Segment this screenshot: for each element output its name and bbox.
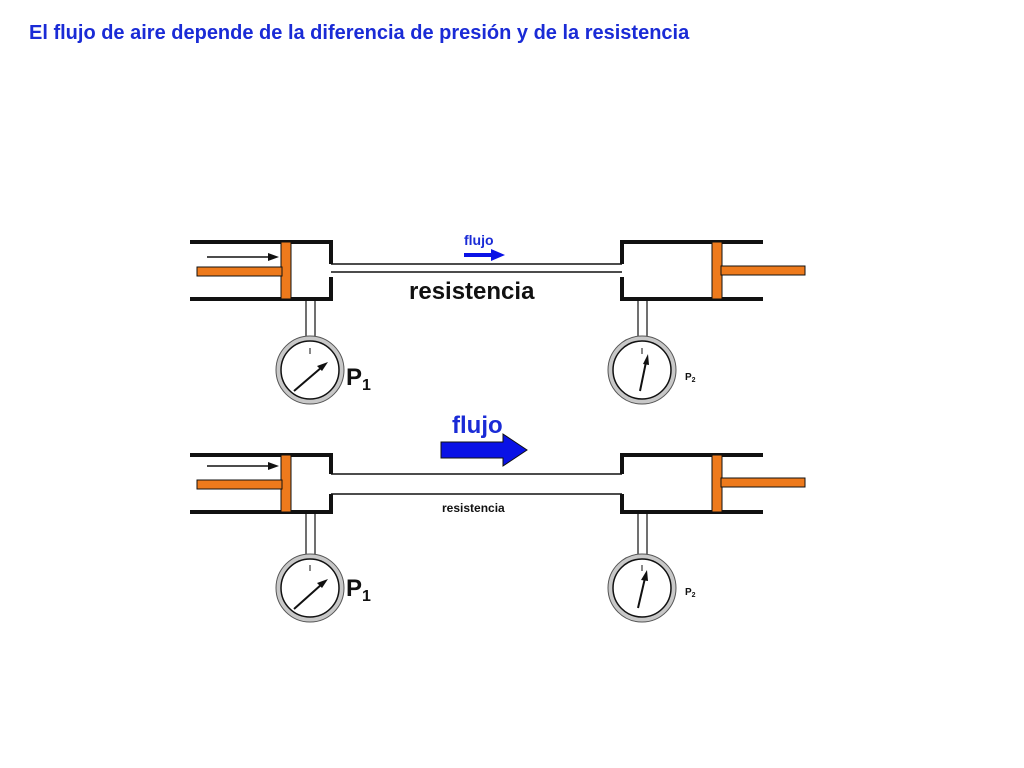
pressure-gauge-p1-bottom <box>275 553 345 623</box>
gauge-label-p2-top: P2 <box>685 372 696 384</box>
top-diagram: flujo resistencia P1 <box>190 232 806 405</box>
left-cylinder-top <box>190 240 333 301</box>
gauge-stems-top <box>305 299 648 340</box>
right-cylinder-top <box>620 240 763 301</box>
gauge-label-p1-top: P1 <box>346 364 371 394</box>
p2-sub-top: 2 <box>692 377 696 384</box>
narrow-tube-top <box>331 263 622 273</box>
gauge-stems-bottom <box>305 512 648 556</box>
p1-sub-bottom: 1 <box>362 588 371 605</box>
flow-arrow-large <box>440 433 528 467</box>
gauge-needle-p1-bottom <box>293 579 328 610</box>
push-arrow-bottom <box>207 462 279 470</box>
left-piston-rod-bottom <box>196 479 283 490</box>
p2-sub-bottom: 2 <box>692 592 696 599</box>
p1-sub-top: 1 <box>362 377 371 394</box>
slide-title: El flujo de aire depende de la diferenci… <box>29 22 690 44</box>
gauge-label-p1-bottom: P1 <box>346 575 371 605</box>
flow-label-top: flujo <box>464 232 494 248</box>
resistance-label-bottom: resistencia <box>442 501 505 515</box>
push-arrow-top <box>207 253 279 261</box>
flow-label-bottom: flujo <box>452 412 503 439</box>
left-piston-rod-top <box>196 266 283 277</box>
right-cylinder-bottom <box>620 453 763 514</box>
right-piston-rod-top <box>720 265 806 276</box>
left-cylinder-bottom <box>190 453 333 514</box>
gauge-needle-p1-top <box>293 362 328 392</box>
flow-arrow-small <box>464 249 505 261</box>
gauge-needle-p2-bottom <box>637 570 648 609</box>
p1-main-bottom: P <box>346 575 362 602</box>
wide-tube-bottom <box>331 473 622 495</box>
gauge-label-p2-bottom: P2 <box>685 587 696 599</box>
right-piston-rod-bottom <box>720 477 806 488</box>
gauge-needle-p2-top <box>639 354 649 392</box>
p2-main-top: P <box>685 372 692 383</box>
p1-main-top: P <box>346 364 362 391</box>
pressure-gauge-p2-bottom <box>607 553 677 623</box>
pressure-gauge-p2-top <box>607 335 677 405</box>
bottom-diagram: flujo resistencia <box>190 412 806 623</box>
p2-main-bottom: P <box>685 587 692 598</box>
resistance-label-top: resistencia <box>409 278 535 305</box>
pressure-gauge-p1-top <box>275 335 345 405</box>
